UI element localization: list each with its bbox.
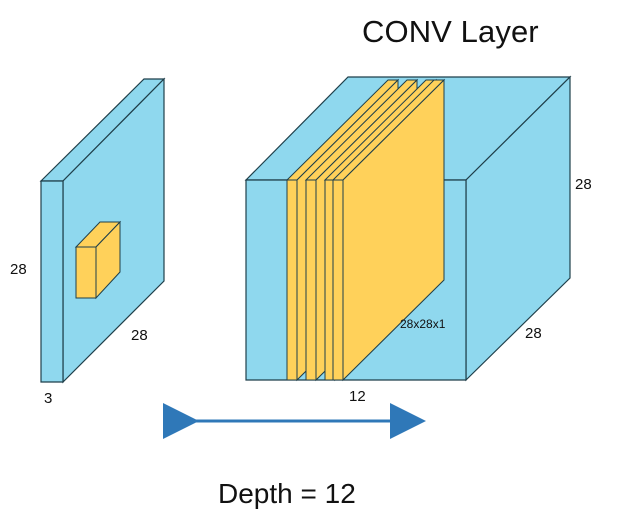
diagram-title: CONV Layer — [362, 14, 539, 49]
input-volume — [39, 77, 166, 384]
filter-slab-1-front-face — [286, 179, 298, 381]
conv-output-volume — [244, 75, 572, 382]
input-filter-patch — [74, 220, 122, 300]
filter-slab-4 — [331, 78, 446, 382]
conv-height-label: 28 — [575, 176, 592, 193]
filter-slab-4-front-face — [332, 179, 344, 381]
input-volume-front-face — [40, 180, 64, 383]
filter-size-label: 28x28x1 — [400, 317, 446, 331]
filter-slabs — [285, 78, 446, 382]
conv-depth-label: 12 — [349, 388, 366, 405]
depth-caption: Depth = 12 — [218, 478, 356, 509]
input-width-label: 28 — [131, 327, 148, 344]
input-depth-label: 3 — [44, 390, 53, 407]
filter-slab-2-front-face — [305, 179, 317, 381]
input-height-label: 28 — [10, 261, 27, 278]
conv-width-label: 28 — [525, 325, 542, 342]
input-filter-front-face — [75, 246, 97, 299]
